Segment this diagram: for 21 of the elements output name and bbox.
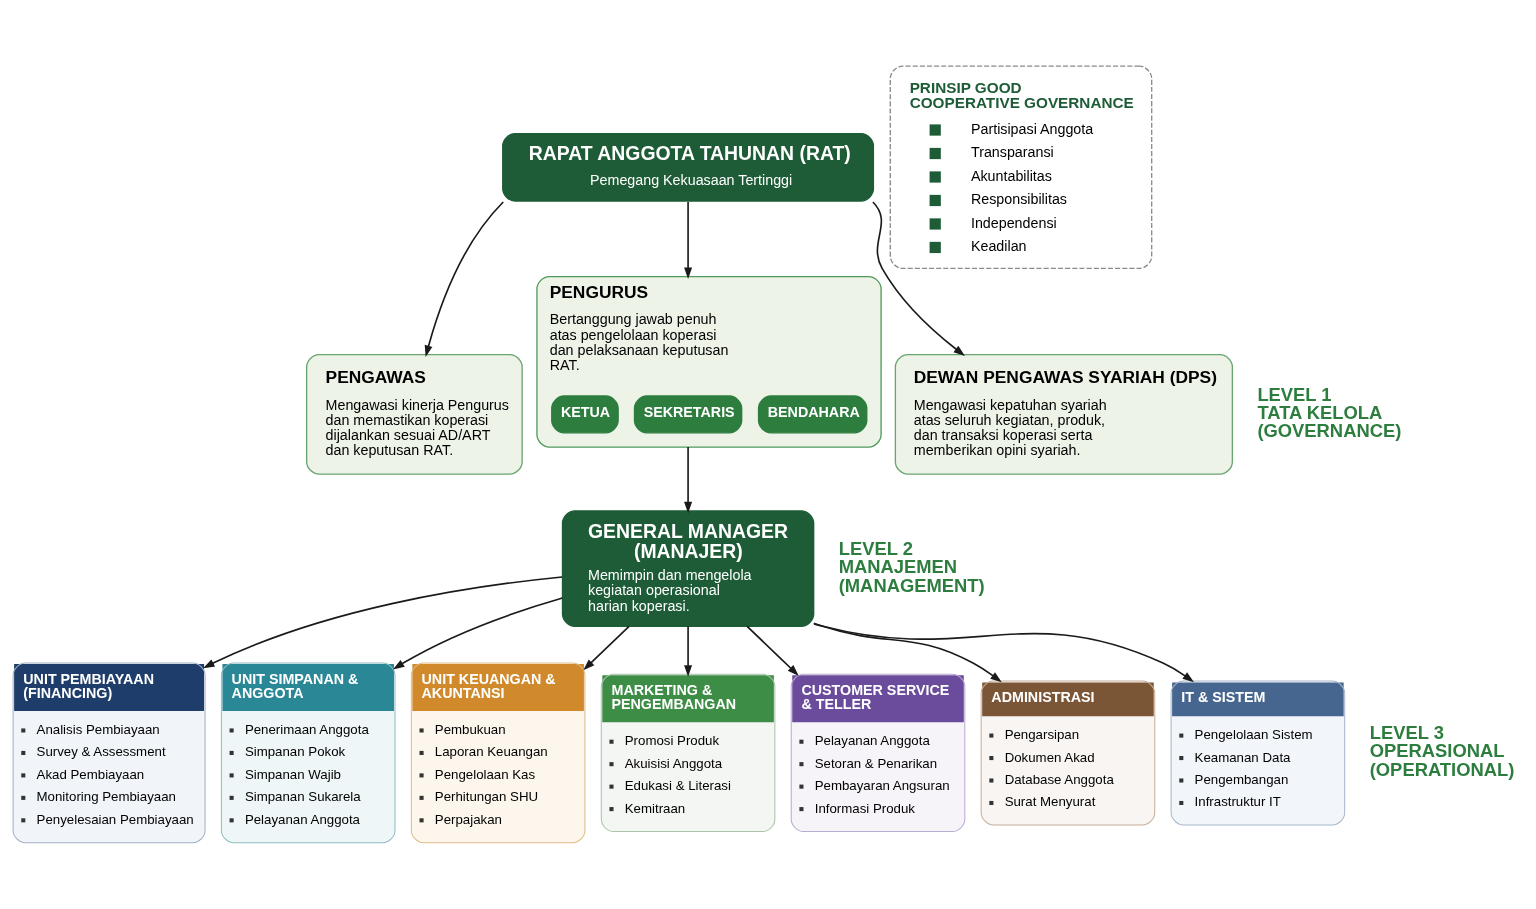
node-box: SEKRETARIS xyxy=(633,395,742,434)
arrow xyxy=(683,446,692,514)
arrow xyxy=(582,625,630,671)
arrow xyxy=(392,597,563,670)
node-box: BENDAHARA xyxy=(757,395,867,434)
label: LEVEL 2 MANAJEMEN (MANAGEMENT) xyxy=(838,537,985,596)
node-box: GENERAL MANAGER (MANAJER) Memimpin dan mengelola kegiatan operasional harian koperasi. xyxy=(561,510,814,627)
arrow xyxy=(202,576,563,669)
arrow xyxy=(871,201,965,356)
node-box: PRINSIP GOOD COOPERATIVE GOVERNANCE Partisipasi Anggota Transparansi Akuntabilitas Responsibilitas Independensi Keadilan xyxy=(889,65,1152,270)
node-box: KETUA xyxy=(550,395,619,434)
node-box: RAPAT ANGGOTA TAHUNAN (RAT) Pemegang Kekuasaan Tertinggi xyxy=(501,132,874,202)
label: LEVEL 3 OPERASIONAL (OPERATIONAL) xyxy=(1369,722,1514,780)
arrow xyxy=(745,625,799,676)
arrow xyxy=(683,625,692,677)
node-box: DEWAN PENGAWAS SYARIAH (DPS) Mengawasi kepatuhan syariah atas seluruh kegiatan, produk, dan transaksi koperasi serta memberikan opini syariah. xyxy=(894,354,1233,475)
arrow xyxy=(812,623,1194,683)
label: LEVEL 1 TATA KELOLA (GOVERNANCE) xyxy=(1256,383,1401,442)
node-box: PENGAWAS Mengawasi kinerja Pengurus dan memastikan koperasi dijalankan sesuai AD/ART dan keputusan RAT. xyxy=(305,354,523,475)
arrow xyxy=(683,201,692,280)
arrow xyxy=(424,201,504,357)
